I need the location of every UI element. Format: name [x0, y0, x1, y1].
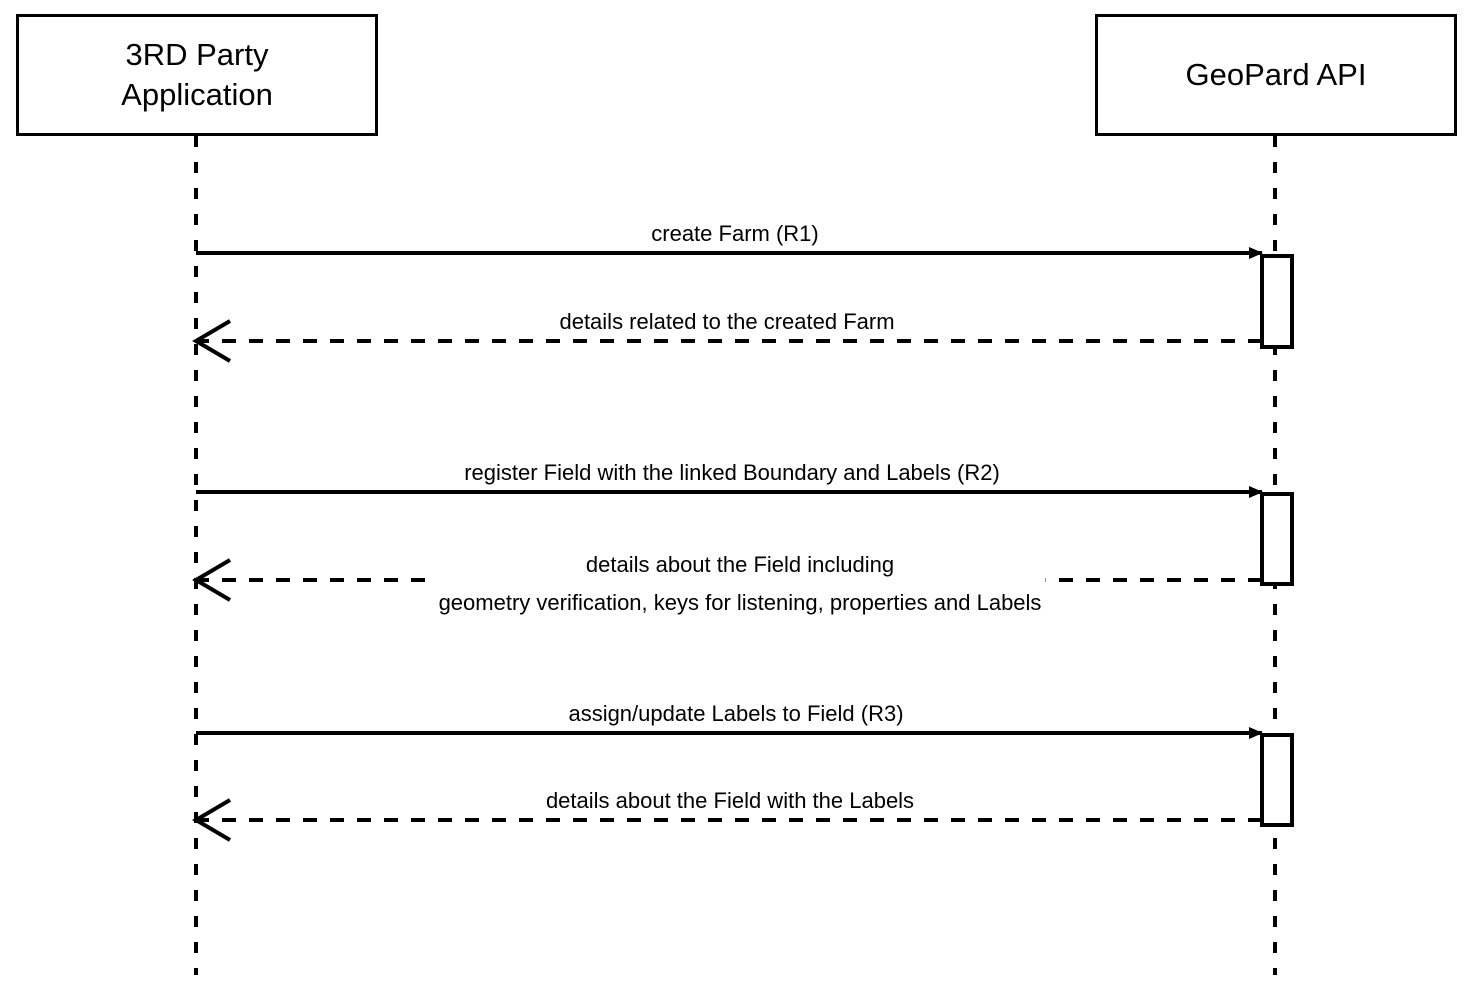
participant-label-geopard-api: GeoPard API [1185, 57, 1367, 92]
message-field-details-arrowhead [192, 558, 232, 602]
message-label-assign-labels: assign/update Labels to Field (R3) [564, 700, 908, 727]
activation-1-bar [1260, 254, 1294, 349]
message-label-register-field: register Field with the linked Boundary … [460, 459, 1004, 486]
activation-3-bar [1260, 733, 1294, 827]
participant-box-third-party-application[interactable]: 3RD Party Application [16, 14, 378, 136]
participant-box-geopard-api[interactable]: GeoPard API [1095, 14, 1457, 136]
message-label-create-farm: create Farm (R1) [647, 220, 823, 247]
message-label-field-labels-details: details about the Field with the Labels [541, 787, 919, 814]
participant-label-third-party-application: 3RD Party Application [121, 37, 273, 112]
message-field-labels-details-arrowhead [192, 798, 232, 842]
message-farm-details-arrowhead [192, 319, 232, 363]
message-label-field-details: details about the Field including geomet… [434, 546, 1046, 622]
activation-2-bar [1260, 492, 1294, 586]
message-label-farm-details: details related to the created Farm [555, 308, 899, 335]
